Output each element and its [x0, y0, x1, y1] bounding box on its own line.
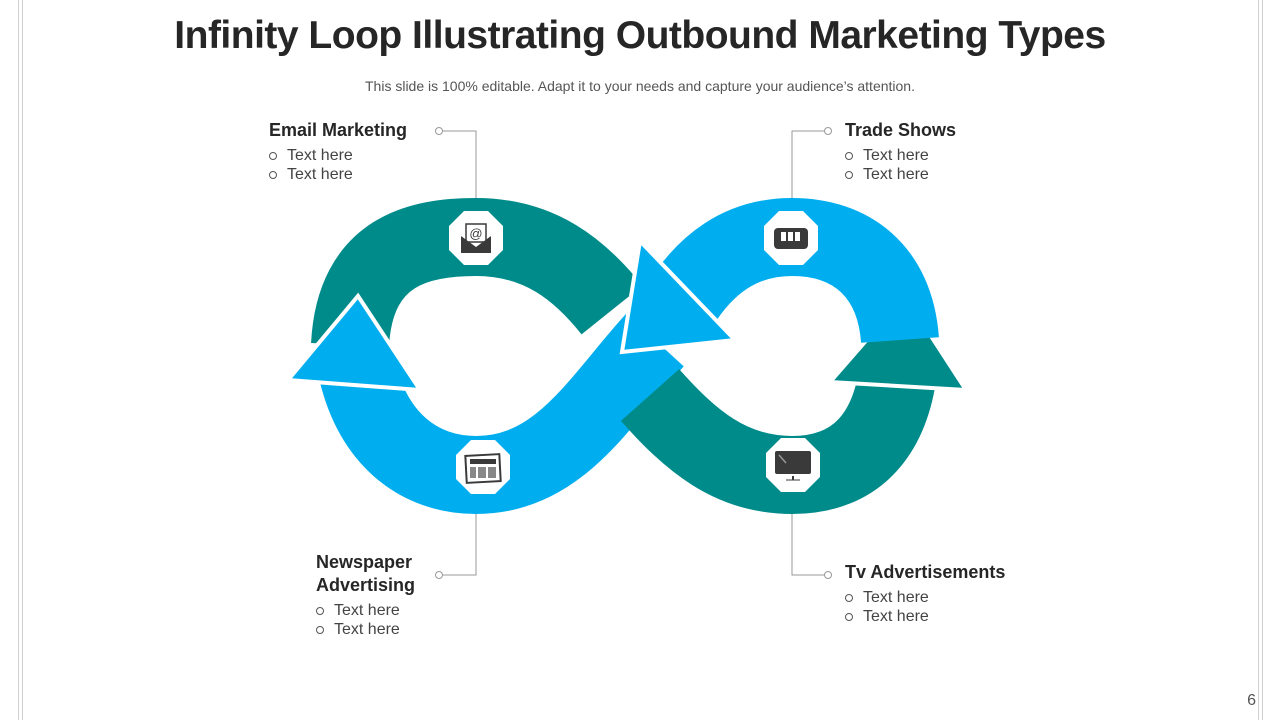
item-heading: Tv Advertisements: [845, 562, 1006, 582]
slide-subtitle: This slide is 100% editable. Adapt it to…: [365, 78, 915, 94]
item-trade-shows: Trade Shows Text here Text here: [845, 119, 956, 184]
tv-icon: [775, 451, 811, 481]
bullet-item: Text here: [316, 620, 436, 639]
trade-show-booth-icon: [774, 228, 808, 249]
bullet-item: Text here: [845, 607, 1005, 626]
bullet-item: Text here: [269, 146, 407, 165]
blue-arrowhead-center: [619, 236, 740, 355]
connector-lines: [435, 127, 832, 579]
item-heading: Trade Shows: [845, 120, 957, 140]
item-heading: Newspaper Advertising: [316, 552, 416, 595]
bullet-item: Text here: [316, 601, 436, 620]
slide-border-left: [18, 0, 19, 720]
bullet-item: Text here: [845, 588, 1005, 607]
newspaper-icon: [464, 453, 502, 484]
bullet-item: Text here: [845, 146, 956, 165]
slide-border-left-inner: [22, 0, 23, 720]
slide-title: Infinity Loop Illustrating Outbound Mark…: [174, 14, 1106, 57]
item-email-marketing: Email Marketing Text here Text here: [269, 119, 407, 184]
bullet-item: Text here: [845, 165, 956, 184]
bullet-item: Text here: [269, 165, 407, 184]
slide-border-right: [1258, 0, 1259, 720]
item-heading: Email Marketing: [269, 120, 408, 140]
svg-text:@: @: [469, 226, 482, 241]
item-tv-advertisements: Tv Advertisements Text here Text here: [845, 561, 1005, 626]
item-newspaper-advertising: Newspaper Advertising Text here Text her…: [316, 551, 436, 639]
email-icon: @: [461, 223, 491, 253]
blue-arrowhead-left: [283, 292, 424, 393]
slide-border-right-outer: [1262, 0, 1263, 720]
page-number: 6: [1247, 692, 1256, 709]
